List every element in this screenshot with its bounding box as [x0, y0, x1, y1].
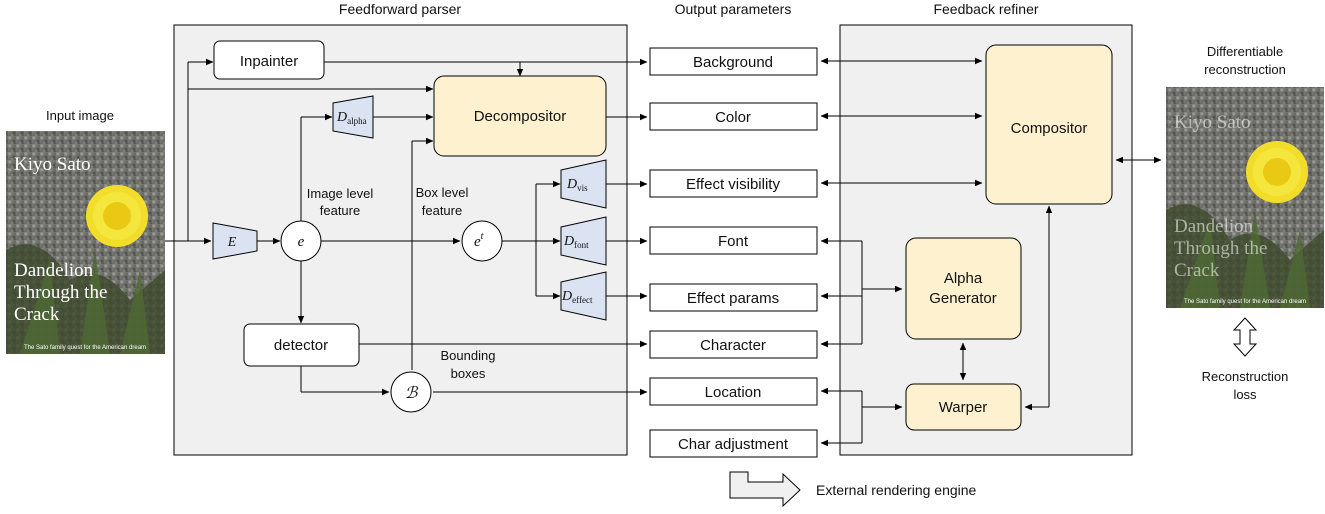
d-font-decoder — [560, 216, 607, 266]
output-label: Char adjustment — [678, 436, 789, 453]
output-box — [649, 169, 818, 198]
feature-connectors — [297, 113, 648, 396]
alpha-generator-label-2: Generator — [929, 290, 997, 307]
alpha-generator-box — [905, 237, 1022, 340]
recon-poster-tagline: The Sato family quest for the American d… — [1184, 299, 1306, 305]
reconstruction-loss-icon — [1232, 317, 1258, 357]
decoder-connectors — [502, 180, 648, 300]
compositor-label: Compositor — [1011, 120, 1088, 137]
recon-poster-title: Kiyo Sato — [1174, 112, 1251, 133]
compositor-box — [985, 44, 1113, 205]
decompositor-label: Decompositor — [474, 108, 567, 125]
d-vis-label: Dvis — [566, 177, 588, 193]
decompositor-box — [433, 75, 607, 157]
reconstruction-loss-label-1: Reconstruction — [1202, 369, 1289, 384]
output-box — [649, 377, 818, 406]
output-label: Effect visibility — [686, 176, 780, 193]
box-level-label-1: Box level — [416, 185, 469, 200]
output-label: Effect params — [687, 290, 779, 307]
recon-poster-line1: Dandelion — [1174, 216, 1254, 237]
output-box — [649, 47, 818, 76]
reconstruction-label-1: Differentiable — [1207, 44, 1283, 59]
bounding-label-1: Bounding — [441, 348, 496, 363]
warper-box — [905, 383, 1022, 431]
output-box — [649, 102, 818, 131]
d-alpha-label: Dalpha — [336, 110, 367, 126]
output-box — [649, 429, 818, 458]
output-box — [649, 330, 818, 359]
output-label: Character — [700, 337, 766, 354]
feedback-header: Feedback refiner — [933, 1, 1038, 17]
input-image-label: Input image — [46, 108, 114, 123]
dandelion-flower — [86, 185, 148, 247]
input-image: Kiyo Sato Dandelion Through the Crack Th… — [6, 131, 165, 354]
warper-label: Warper — [939, 399, 988, 416]
d-vis-decoder — [560, 159, 607, 209]
output-parameters: Background Color Effect visibility Font … — [649, 47, 818, 458]
d-effect-label: Deffect — [561, 289, 593, 305]
reconstruction-image: Kiyo Sato Dandelion Through the Crack Th… — [1166, 87, 1324, 308]
reconstruction-loss-label-2: loss — [1233, 387, 1257, 402]
box-feature-symbol: et — [474, 231, 484, 250]
external-engine-label: External rendering engine — [816, 482, 977, 498]
refiner-connectors — [820, 57, 1162, 447]
input-poster-line3: Crack — [14, 304, 60, 325]
output-header: Output parameters — [675, 1, 792, 17]
encoder-label: E — [227, 235, 237, 250]
input-poster-line2: Through the — [14, 282, 107, 303]
image-level-label-2: feature — [320, 203, 360, 218]
image-feature-symbol: e — [298, 234, 305, 250]
output-label: Location — [705, 384, 762, 401]
output-label: Font — [718, 233, 749, 250]
detector-label: detector — [274, 337, 328, 354]
output-box — [649, 226, 818, 255]
d-alpha-decoder — [332, 95, 374, 139]
input-poster-line1: Dandelion — [14, 260, 94, 281]
output-label: Color — [715, 109, 751, 126]
input-poster-tagline: The Sato family quest for the American d… — [24, 345, 146, 351]
reconstruction-label-2: reconstruction — [1204, 62, 1286, 77]
d-effect-decoder — [560, 271, 607, 321]
recon-poster-line3: Crack — [1174, 260, 1220, 281]
external-engine-arrow-icon — [729, 471, 801, 508]
bounding-label-2: boxes — [451, 366, 486, 381]
input-connectors — [165, 58, 648, 245]
d-font-label: Dfont — [563, 234, 589, 250]
inpainter-label: Inpainter — [240, 53, 298, 70]
image-level-label-1: Image level — [307, 186, 374, 201]
bbox-node — [390, 371, 432, 413]
reconstruction-dandelion — [1246, 141, 1308, 203]
bbox-symbol: ℬ — [405, 385, 419, 402]
input-poster-title: Kiyo Sato — [14, 154, 91, 175]
output-box — [649, 283, 818, 312]
recon-poster-line2: Through the — [1174, 238, 1267, 259]
encoder-block — [212, 222, 258, 260]
inpainter-box — [213, 40, 325, 80]
box-level-label-2: feature — [422, 203, 462, 218]
output-label: Background — [693, 54, 773, 71]
alpha-generator-label-1: Alpha — [944, 270, 983, 287]
feedforward-header: Feedforward parser — [339, 1, 462, 17]
